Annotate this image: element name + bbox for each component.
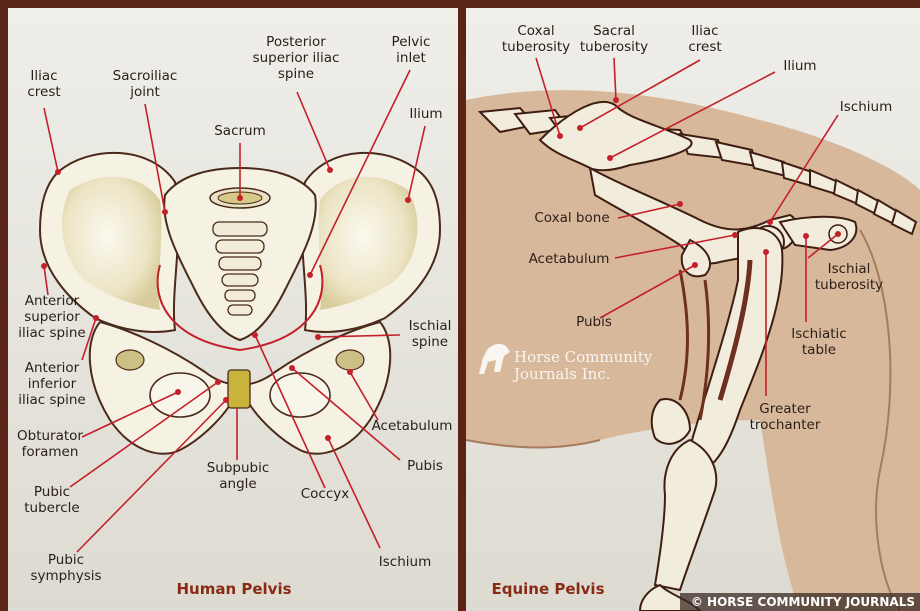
- human-pelvis-title: Human Pelvis: [176, 580, 291, 598]
- pubic-symphysis-cartilage: [228, 370, 250, 408]
- equine-pelvis-title: Equine Pelvis: [491, 580, 604, 598]
- label-pubis: Pubis: [407, 458, 443, 474]
- copyright-text: © HORSE COMMUNITY JOURNALS: [691, 595, 915, 609]
- label-ischium: Ischium: [379, 554, 431, 570]
- label-acetabulum: Acetabulum: [372, 418, 453, 434]
- label-acetabulum-equine: Acetabulum: [529, 251, 610, 267]
- watermark-line-2: Journals Inc.: [512, 365, 611, 383]
- label-ilium-equine: Ilium: [783, 58, 816, 74]
- watermark-line-1: Horse Community: [514, 348, 653, 366]
- label-ilium: Ilium: [409, 106, 442, 122]
- label-coccyx: Coccyx: [301, 486, 350, 502]
- label-pubis-equine: Pubis: [576, 314, 612, 330]
- label-ischium-equine: Ischium: [840, 99, 892, 115]
- label-sacrum: Sacrum: [214, 123, 266, 139]
- label-coxal-bone: Coxal bone: [534, 210, 609, 226]
